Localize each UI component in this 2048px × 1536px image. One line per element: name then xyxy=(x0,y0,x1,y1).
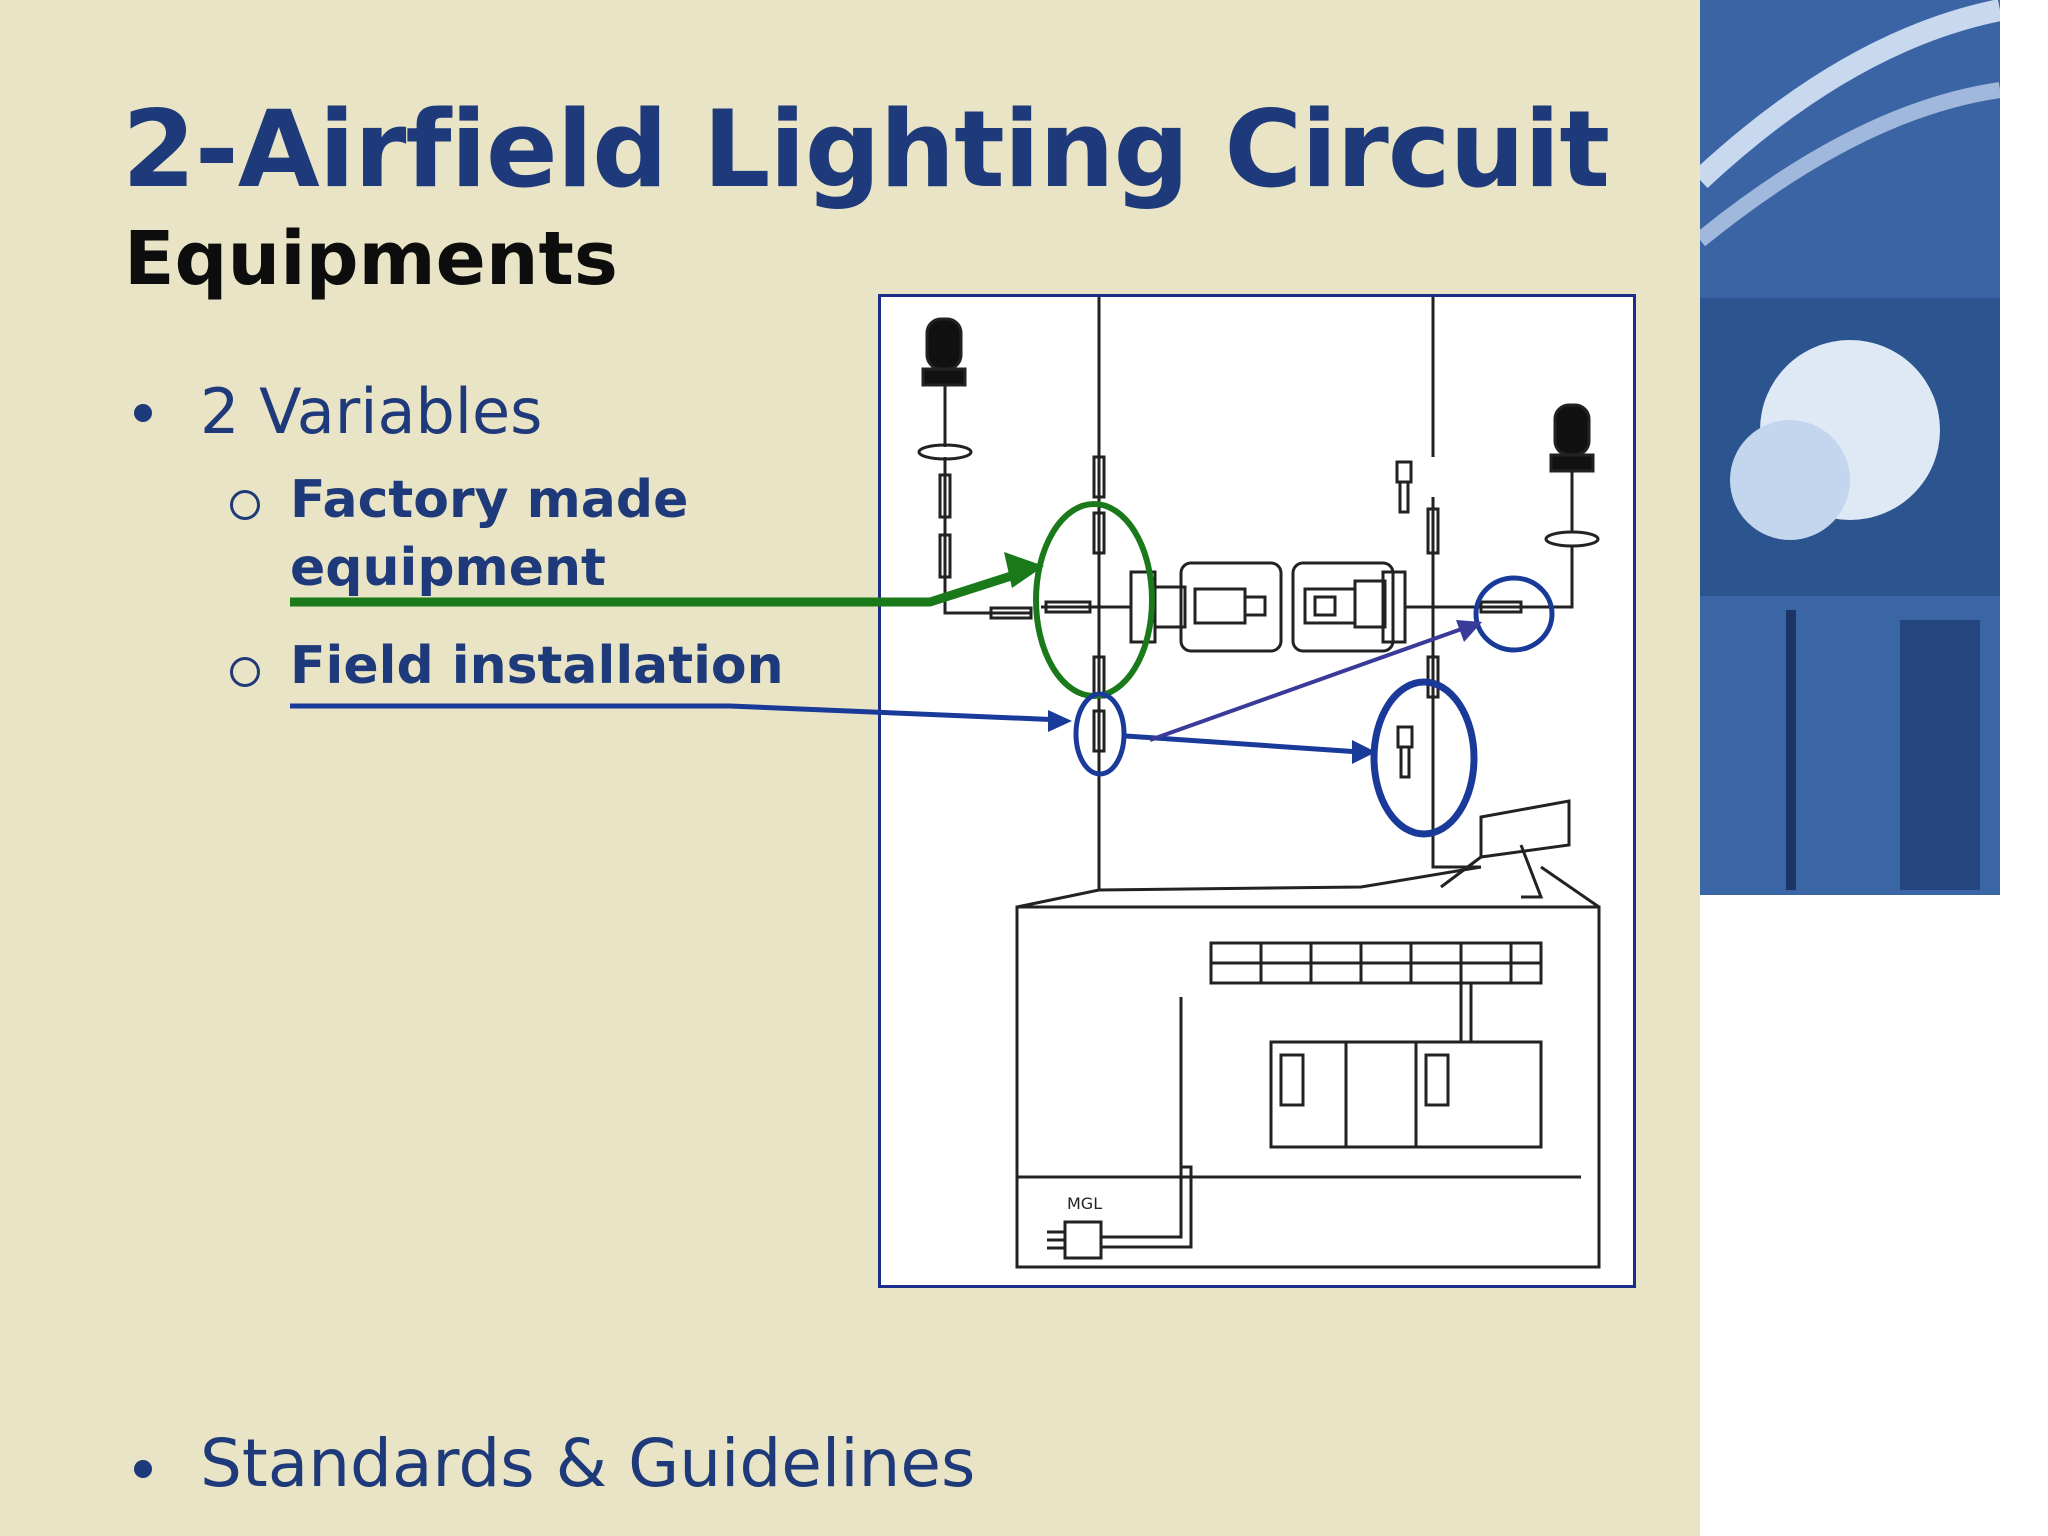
bullet-text: 2 Variables xyxy=(200,375,543,448)
decorative-photo-icon xyxy=(1700,0,2000,895)
sub-bullet-text-line: Field installation xyxy=(290,636,784,696)
sub-bullet-text-line: equipment xyxy=(290,538,606,598)
bullet-text: Standards & Guidelines xyxy=(200,1425,976,1502)
cable-tray-icon xyxy=(1209,941,1543,985)
side-panel xyxy=(1700,0,2048,1536)
airfield-light-fixture-icon xyxy=(917,317,1033,620)
diagram-frame: MGL xyxy=(878,294,1636,1288)
slide-background: 2-Airfield Lighting Circuit Equipments 2… xyxy=(0,0,1700,1536)
transformer-icon xyxy=(1291,561,1441,653)
airfield-light-fixture-icon xyxy=(1441,403,1600,614)
decorative-photo-strip xyxy=(1700,0,2000,895)
circuit-diagram: MGL xyxy=(917,297,1601,1269)
sub-bullet-ring-icon xyxy=(230,657,260,687)
slide-title: 2-Airfield Lighting Circuit xyxy=(122,88,1610,211)
sub-bullet-ring-icon xyxy=(230,490,260,520)
mgl-label: MGL xyxy=(1067,1194,1102,1213)
bullet-dot-icon xyxy=(134,404,152,422)
regulator-cabinet-icon xyxy=(1269,983,1543,1149)
slide-subtitle: Equipments xyxy=(124,216,618,302)
sub-bullet-text-line: Factory made xyxy=(290,470,689,530)
junction-box-icon xyxy=(1431,799,1571,869)
bullet-dot-icon xyxy=(134,1460,152,1478)
transformer-icon xyxy=(1129,561,1283,653)
